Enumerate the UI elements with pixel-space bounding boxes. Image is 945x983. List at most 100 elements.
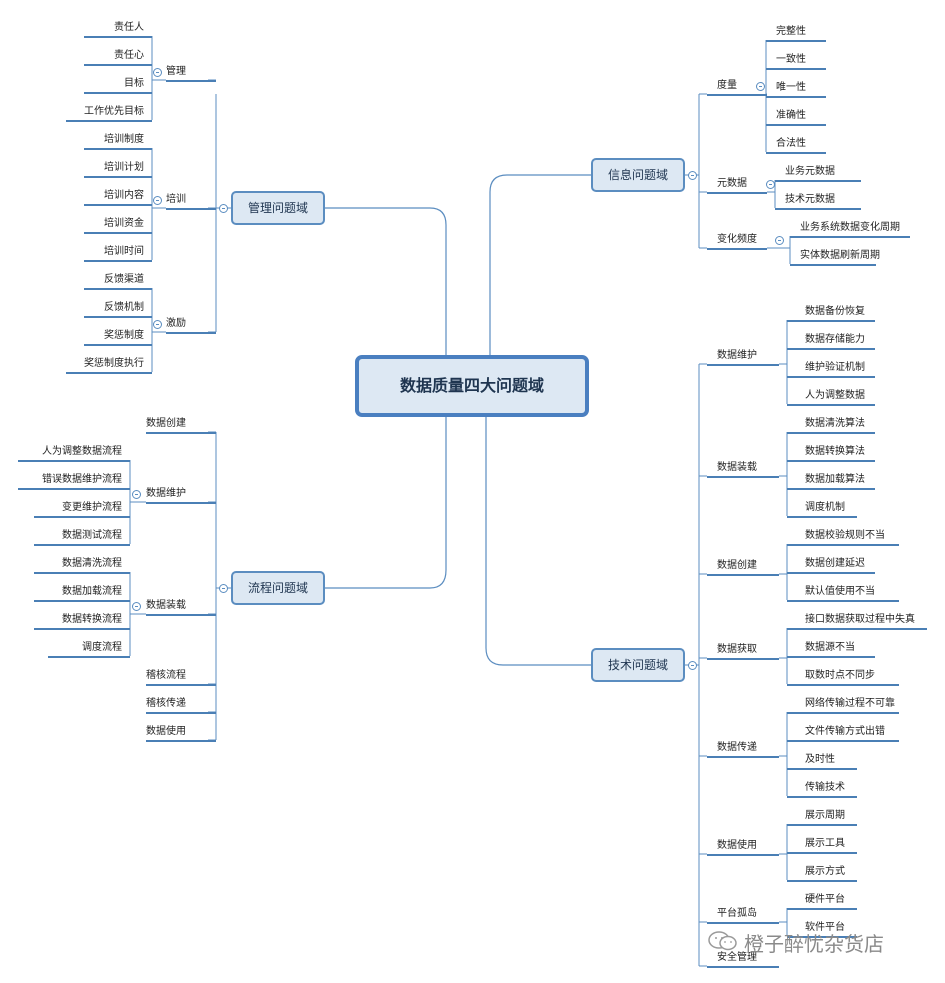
tech-item-underline [787,544,899,546]
management-item: 奖惩制度执行 [84,358,144,369]
management-item-underline [84,176,152,178]
tech-item: 软件平台 [805,922,845,933]
collapse-toggle-icon[interactable] [756,82,765,91]
tech-item: 硬件平台 [805,894,845,905]
collapse-toggle-icon[interactable] [153,196,162,205]
tech-item-underline [787,628,927,630]
collapse-toggle-icon[interactable] [688,171,697,180]
management-group-label: 培训 [166,194,186,205]
management-item-underline [84,344,152,346]
collapse-toggle-icon[interactable] [219,584,228,593]
tech-item-underline [787,824,857,826]
tech-item-underline [787,376,875,378]
tech-group-underline [707,364,779,366]
tech-item-underline [787,404,875,406]
collapse-toggle-icon[interactable] [766,180,775,189]
info-item: 技术元数据 [785,194,835,205]
tech-group-underline [707,966,779,968]
collapse-toggle-icon[interactable] [132,490,141,499]
management-item-underline [66,372,152,374]
info-item-underline [766,96,826,98]
tech-item: 数据创建延迟 [805,558,865,569]
management-item-underline [84,288,152,290]
tech-item-underline [787,712,899,714]
management-item-underline [84,260,152,262]
management-group-underline [166,208,216,210]
tech-item: 维护验证机制 [805,362,865,373]
tech-item: 数据存储能力 [805,334,865,345]
tech-item: 取数时点不同步 [805,670,875,681]
info-item-underline [766,152,826,154]
process-item-underline [34,628,130,630]
tech-group-underline [707,476,779,478]
info-item: 业务元数据 [785,166,835,177]
tech-item: 数据清洗算法 [805,418,865,429]
management-item-underline [84,316,152,318]
management-item: 培训资金 [104,218,144,229]
management-item-underline [84,232,152,234]
collapse-toggle-icon[interactable] [688,661,697,670]
management-item-underline [66,120,152,122]
tech-item-underline [787,768,857,770]
info-group-label: 元数据 [717,178,747,189]
management-item: 反馈渠道 [104,274,144,285]
tech-item-underline [787,488,875,490]
management-item: 奖惩制度 [104,330,144,341]
process-item: 数据清洗流程 [62,558,122,569]
management-item-underline [84,64,152,66]
info-item-underline [775,208,861,210]
tech-item: 文件传输方式出错 [805,726,885,737]
info-item: 完整性 [776,26,806,37]
management-item-underline [84,92,152,94]
tech-item-underline [787,796,857,798]
tech-group-label: 数据维护 [717,350,757,361]
management-item: 培训制度 [104,134,144,145]
tech-item: 展示工具 [805,838,845,849]
tech-item: 人为调整数据 [805,390,865,401]
info-group-label: 度量 [717,80,737,91]
collapse-toggle-icon[interactable] [153,320,162,329]
tech-item: 默认值使用不当 [805,586,875,597]
domain-box-tech: 技术问题域 [591,648,685,682]
tech-item: 接口数据获取过程中失真 [805,614,915,625]
tech-group-label: 数据使用 [717,840,757,851]
tech-item-underline [787,348,875,350]
tech-item-underline [787,432,875,434]
tech-item-underline [787,516,857,518]
management-group-underline [166,332,216,334]
tech-group-underline [707,756,779,758]
tech-item: 传输技术 [805,782,845,793]
management-item: 培训计划 [104,162,144,173]
process-item-underline [48,656,130,658]
info-item: 合法性 [776,138,806,149]
info-item-underline [790,264,876,266]
tech-item: 网络传输过程不可靠 [805,698,895,709]
process-item: 数据转换流程 [62,614,122,625]
management-item-underline [84,204,152,206]
domain-box-management: 管理问题域 [231,191,325,225]
domain-box-info: 信息问题域 [591,158,685,192]
collapse-toggle-icon[interactable] [775,236,784,245]
process-group-label: 稽核流程 [146,670,186,681]
collapse-toggle-icon[interactable] [132,602,141,611]
process-item-underline [34,516,130,518]
tech-item-underline [787,852,857,854]
process-item: 变更维护流程 [62,502,122,513]
info-item: 唯一性 [776,82,806,93]
collapse-toggle-icon[interactable] [219,204,228,213]
info-item-underline [766,68,826,70]
process-item-underline [18,488,130,490]
info-item: 一致性 [776,54,806,65]
management-item-underline [84,36,152,38]
info-group-label: 变化频度 [717,234,757,245]
process-group-underline [146,432,216,434]
info-group-underline [707,94,767,96]
tech-item-underline [787,572,875,574]
process-item: 人为调整数据流程 [42,446,122,457]
tech-item: 数据加载算法 [805,474,865,485]
process-group-underline [146,614,216,616]
tech-item: 及时性 [805,754,835,765]
collapse-toggle-icon[interactable] [153,68,162,77]
info-item: 准确性 [776,110,806,121]
